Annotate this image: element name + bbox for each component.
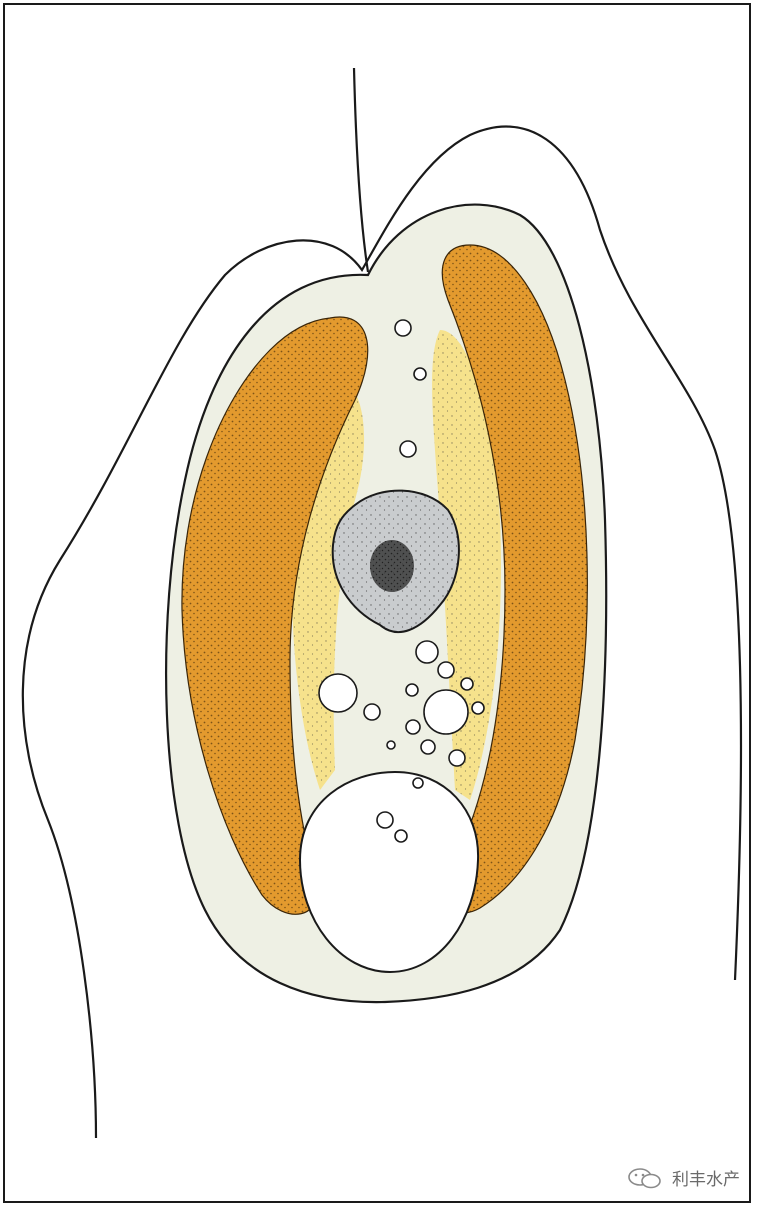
granules [318,319,485,843]
vacuole [298,770,480,974]
flagellum [352,67,370,273]
wechat-icon [628,1167,661,1188]
watermark-text: 利丰水产 [672,1170,740,1190]
watermark: 利丰水产 [626,1165,740,1190]
outer-envelope [21,125,743,1139]
